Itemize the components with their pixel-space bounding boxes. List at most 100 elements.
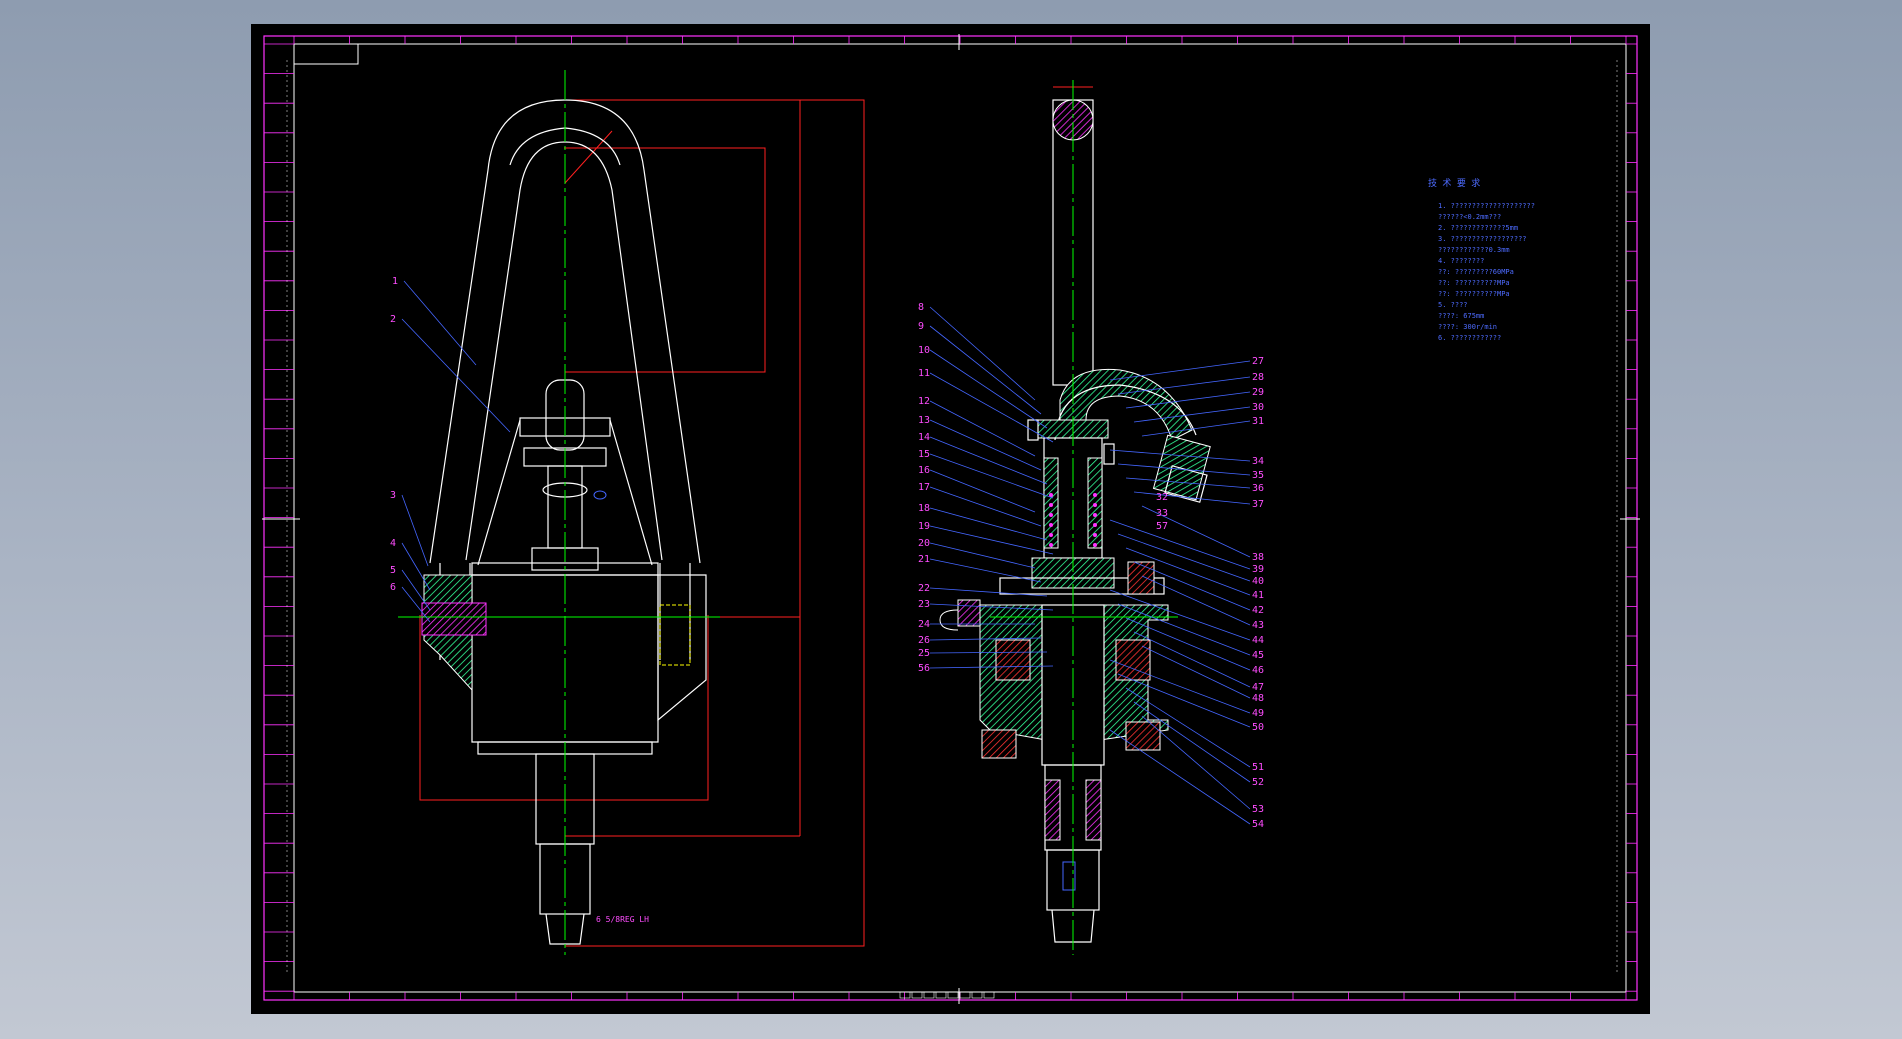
leader-line (929, 453, 1054, 499)
leader-line (1141, 715, 1251, 810)
packing-ring (1049, 513, 1053, 517)
corner-box (293, 43, 359, 65)
part-number-label: 19 (918, 521, 930, 532)
front-view-swivel (398, 70, 865, 955)
part-number-label: 16 (918, 465, 930, 476)
leader-line (1117, 376, 1251, 395)
note-line: 2. ?????????????5mm (1438, 224, 1518, 232)
part-number-label: 54 (1252, 819, 1264, 830)
leader-line (1109, 360, 1251, 381)
part-number-label: 50 (1252, 722, 1264, 733)
dimension-overall-height (565, 99, 865, 947)
part-number-label: 1 (392, 276, 398, 287)
packing-ring (1049, 493, 1053, 497)
part-number-label: 46 (1252, 665, 1264, 676)
part-number-label: 20 (918, 538, 930, 549)
right-pin-hidden (659, 604, 691, 666)
leader-line (1125, 547, 1251, 596)
stem-thread-left (1044, 779, 1061, 841)
part-number-label: 23 (918, 599, 930, 610)
oil-seal-section (1127, 561, 1155, 595)
leader-line (1141, 645, 1251, 699)
packing-ring (1093, 523, 1097, 527)
leader-line (403, 280, 477, 366)
part-number-labels: 1234568910111213141516171819202122232426… (390, 276, 1264, 830)
leader-line (1125, 477, 1251, 489)
leader-line (1109, 449, 1251, 462)
left-detail-marker (593, 490, 607, 500)
leader-line (929, 469, 1036, 513)
lower-bearing-right (1125, 721, 1161, 751)
bearing-left (995, 639, 1031, 681)
dimension-bail-height (564, 147, 766, 373)
stem-thread-right (1085, 779, 1102, 841)
part-number-label: 15 (918, 449, 930, 460)
leader-line (929, 419, 1042, 471)
leader-line (929, 525, 1054, 555)
part-number-label: 14 (918, 432, 930, 443)
grease-fitting (939, 609, 959, 631)
part-number-label: 8 (918, 302, 924, 313)
part-number-label: 10 (918, 345, 930, 356)
packing-ring (1093, 493, 1097, 497)
note-line: ??????<0.2mm??? (1438, 213, 1501, 221)
leader-line (1109, 519, 1251, 570)
leader-line (929, 486, 1042, 527)
packing-ring (1049, 543, 1053, 547)
leader-line (929, 558, 1042, 583)
part-number-label: 26 (918, 635, 930, 646)
part-number-label: 2 (390, 314, 396, 325)
right-ear (657, 574, 707, 722)
scale-cell (947, 991, 959, 999)
leader-line (401, 542, 431, 591)
leader-line (1117, 603, 1251, 656)
note-line: ??: ?????????60MPa (1438, 268, 1514, 276)
packing-ring (1093, 543, 1097, 547)
leader-line (929, 651, 1048, 654)
part-number-label: 48 (1252, 693, 1264, 704)
leader-line (1125, 687, 1251, 768)
leader-line (401, 569, 431, 611)
gooseneck-curve-outline (1054, 384, 1197, 441)
part-number-label: 37 (1252, 499, 1264, 510)
part-number-label: 12 (918, 396, 930, 407)
leader-line (1117, 463, 1251, 476)
note-line: 6. ???????????? (1438, 334, 1501, 342)
leader-line (1133, 406, 1251, 423)
packing-ring (1093, 513, 1097, 517)
leader-line (1141, 575, 1251, 626)
part-number-label: 43 (1252, 620, 1264, 631)
bearing-right (1115, 639, 1151, 681)
packing-ring (1049, 503, 1053, 507)
note-line: 4. ???????? (1438, 257, 1484, 265)
part-number-label: 36 (1252, 483, 1264, 494)
leader-line (1125, 391, 1251, 409)
leader-line (929, 637, 1042, 641)
part-number-label: 29 (1252, 387, 1264, 398)
leader-line (1109, 659, 1251, 714)
part-number-label: 27 (1252, 356, 1264, 367)
part-number-label: 21 (918, 554, 930, 565)
leader-line (1125, 617, 1251, 671)
sheet-background (251, 24, 1650, 1014)
leader-line (1133, 701, 1251, 783)
thread-callout: 6 5/8REG LH (596, 915, 649, 924)
scale-cell (983, 991, 995, 999)
part-number-label: 3 (390, 490, 396, 501)
leader-line (1133, 561, 1251, 611)
part-number-label: 5 (390, 565, 396, 576)
part-number-label: 32 (1156, 492, 1168, 503)
leader-line (401, 494, 429, 567)
leader-line (1117, 673, 1251, 728)
part-number-label: 9 (918, 321, 924, 332)
part-number-label: 42 (1252, 605, 1264, 616)
leader-line (1133, 491, 1251, 505)
note-line: 1. ???????????????????? (1438, 202, 1535, 210)
part-number-label: 31 (1252, 416, 1264, 427)
part-number-label: 41 (1252, 590, 1264, 601)
part-number-label: 25 (918, 648, 930, 659)
grease-fitting-section (957, 599, 981, 627)
part-number-label: 53 (1252, 804, 1264, 815)
leader-line (929, 542, 1036, 569)
